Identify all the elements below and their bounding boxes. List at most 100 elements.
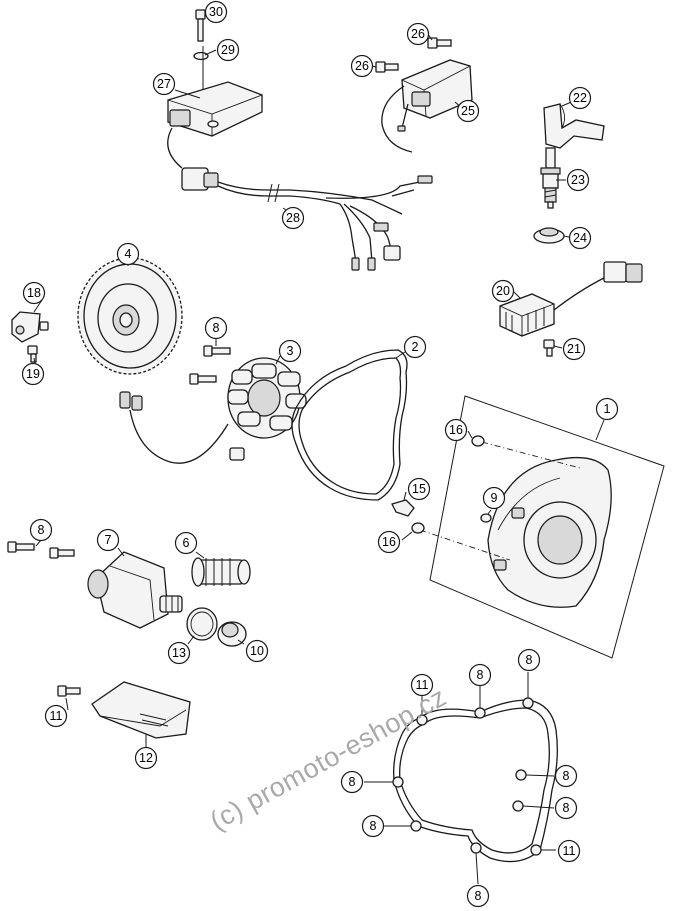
callout-11-gasket-right: 11 [557, 839, 581, 863]
svg-text:6: 6 [183, 536, 190, 550]
callout-2: 2 [403, 335, 427, 359]
svg-text:18: 18 [27, 286, 41, 300]
svg-text:22: 22 [573, 91, 587, 105]
svg-text:30: 30 [209, 5, 223, 19]
bushing-10 [217, 621, 247, 647]
starter-motor-7 [87, 551, 183, 629]
svg-text:10: 10 [250, 644, 264, 658]
callout-11-left: 11 [44, 704, 68, 728]
callout-26-left: 26 [350, 54, 374, 78]
spark-plug-cap-22 [543, 103, 605, 149]
svg-text:26: 26 [411, 27, 425, 41]
wiring-harness-28 [181, 167, 433, 271]
svg-text:4: 4 [125, 247, 132, 261]
svg-text:19: 19 [26, 367, 40, 381]
svg-text:8: 8 [563, 769, 570, 783]
svg-text:15: 15 [412, 482, 426, 496]
callout-25: 25 [456, 99, 480, 123]
svg-text:8: 8 [38, 523, 45, 537]
svg-text:12: 12 [139, 751, 153, 765]
callout-13: 13 [167, 641, 191, 665]
callout-29: 29 [216, 38, 240, 62]
svg-text:7: 7 [105, 533, 112, 547]
svg-text:11: 11 [50, 709, 63, 723]
callout-11-gasket-top: 11 [410, 673, 434, 697]
callout-8-gasket-right-b: 8 [554, 796, 578, 820]
svg-text:25: 25 [461, 104, 475, 118]
callout-22: 22 [568, 86, 592, 110]
svg-text:8: 8 [563, 801, 570, 815]
screw-8-stator-upper [203, 345, 231, 357]
screw-8-left-b [49, 547, 75, 559]
screw-11-left [57, 685, 81, 697]
starter-gear-6 [191, 557, 251, 587]
svg-text:8: 8 [370, 819, 377, 833]
cover-frame [429, 395, 665, 659]
sleeve-16-lower [411, 522, 425, 534]
clip-15 [391, 499, 415, 517]
svg-text:29: 29 [221, 43, 235, 57]
svg-text:2: 2 [412, 340, 419, 354]
svg-text:11: 11 [416, 678, 429, 692]
screw-9 [480, 513, 492, 523]
control-unit-27 [167, 81, 263, 137]
callout-3: 3 [278, 339, 302, 363]
svg-text:1: 1 [604, 402, 611, 416]
callout-8-gasket-top-a: 8 [468, 663, 492, 687]
callout-23: 23 [566, 168, 590, 192]
flywheel-4 [77, 257, 183, 375]
screw-26-left [375, 61, 399, 73]
callout-8-gasket-left-a: 8 [340, 770, 364, 794]
grommet-24 [533, 227, 565, 244]
svg-text:13: 13 [172, 646, 186, 660]
callout-27: 27 [152, 72, 176, 96]
callout-18: 18 [22, 281, 46, 305]
svg-text:16: 16 [449, 423, 463, 437]
callout-8-gasket-left-b: 8 [361, 814, 385, 838]
svg-text:9: 9 [491, 491, 498, 505]
callout-10: 10 [245, 639, 269, 663]
callout-15: 15 [407, 477, 431, 501]
screw-8-stator-lower [189, 373, 217, 385]
callout-28: 28 [281, 206, 305, 230]
svg-text:8: 8 [475, 889, 482, 903]
callout-1: 1 [595, 397, 619, 421]
callout-16-upper: 16 [444, 418, 468, 442]
sleeve-16-upper [471, 435, 485, 447]
o-ring-13 [186, 607, 218, 641]
callout-7: 7 [96, 528, 120, 552]
sensor-18 [11, 311, 49, 343]
callout-6: 6 [174, 531, 198, 555]
svg-text:8: 8 [349, 775, 356, 789]
svg-text:16: 16 [382, 535, 396, 549]
ignition-coil-25 [381, 59, 473, 153]
voltage-regulator-20 [499, 261, 643, 337]
screw-19 [27, 345, 38, 363]
callout-16-lower: 16 [377, 530, 401, 554]
callout-8-gasket-right-a: 8 [554, 764, 578, 788]
svg-text:28: 28 [286, 211, 300, 225]
callout-20: 20 [491, 279, 515, 303]
svg-text:8: 8 [213, 321, 220, 335]
svg-text:24: 24 [573, 231, 587, 245]
svg-text:8: 8 [477, 668, 484, 682]
callout-12: 12 [134, 746, 158, 770]
svg-text:23: 23 [571, 173, 585, 187]
spark-plug-23 [540, 147, 561, 209]
callout-24: 24 [568, 226, 592, 250]
svg-text:3: 3 [287, 344, 294, 358]
svg-text:20: 20 [496, 284, 510, 298]
svg-text:26: 26 [355, 59, 369, 73]
callout-26-upper: 26 [406, 22, 430, 46]
callout-8-stator: 8 [204, 316, 228, 340]
guard-12 [91, 681, 191, 739]
stator-3 [119, 357, 307, 464]
svg-text:21: 21 [567, 342, 581, 356]
washer-29 [193, 51, 209, 61]
callout-21: 21 [562, 337, 586, 361]
gasket-2 [291, 349, 408, 501]
callout-4: 4 [116, 242, 140, 266]
callout-8-left: 8 [29, 518, 53, 542]
